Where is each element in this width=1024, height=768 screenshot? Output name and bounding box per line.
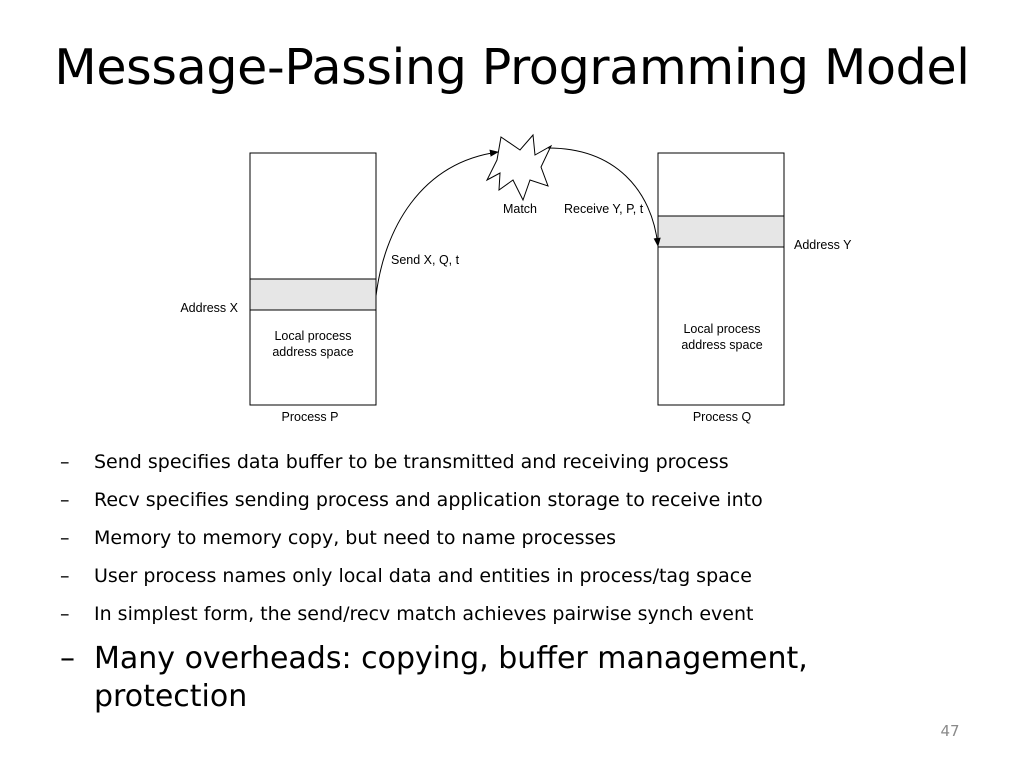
bullet-item: – In simplest form, the send/recv match a… [60,602,960,626]
send-label: Send X, Q, t [391,253,460,267]
bullet-dash: – [60,603,70,625]
receive-label: Receive Y, P, t [564,202,644,216]
message-passing-diagram: Local process address space Address X Pr… [180,133,852,424]
process-q-label: Process Q [693,410,752,424]
bullet-item: – Send specifies data buffer to be transm… [60,450,960,474]
bullet-text: In simplest form, the send/recv match ac… [94,603,754,625]
address-x-buffer [249,278,377,311]
process-q-box: Local process address space [657,152,785,406]
receive-arrow [547,147,661,247]
bullet-item: – Recv specifies sending process and appl… [60,488,960,512]
process-p-space-line2: address space [272,345,353,359]
bullet-dash: – [60,451,70,473]
process-p-label: Process P [282,410,339,424]
process-p-box: Local process address space [249,152,377,406]
bullet-text: Memory to memory copy, but need to name … [94,527,617,549]
address-y-label: Address Y [794,238,852,252]
process-p-space-line1: Local process [274,329,351,343]
bullet-dash: – [60,565,70,587]
bullet-text: User process names only local data and e… [94,565,752,587]
process-q-space-line1: Local process [683,322,760,336]
bullet-dash: – [60,489,70,511]
bullet-list: – Send specifies data buffer to be transm… [60,450,960,730]
bullet-text: Send specifies data buffer to be transmi… [94,451,729,473]
slide-title: Message-Passing Programming Model [54,39,970,96]
process-q-space-line2: address space [681,338,762,352]
bullet-text: Recv specifies sending process and appli… [94,489,763,511]
bullet-dash: – [60,527,70,549]
bullet-item-main: –Many overheads: copying, buffer managem… [60,640,960,716]
bullet-text: Many overheads: copying, buffer manageme… [94,641,808,714]
address-y-buffer [657,215,785,248]
bullet-dash: – [60,641,75,676]
bullet-item: – Memory to memory copy, but need to name… [60,526,960,550]
page-number: 47 [940,722,960,740]
send-arrow [375,149,499,297]
match-burst-icon [485,133,553,202]
bullet-item: – User process names only local data and … [60,564,960,588]
address-x-label: Address X [180,301,238,315]
match-label: Match [503,202,537,216]
